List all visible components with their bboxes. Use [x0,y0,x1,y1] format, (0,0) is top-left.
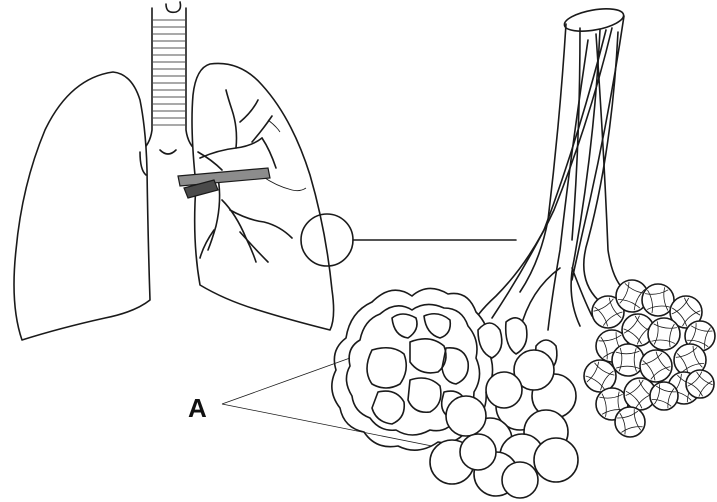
alveolus [502,462,538,498]
capillary-alveolus [584,360,616,392]
alveolus [460,434,496,470]
magnification-marker [301,214,516,266]
left-lung [14,72,150,340]
label-a: A [188,393,207,423]
capillary-alveolus [650,382,678,410]
alveolus [534,438,578,482]
alveolar-cluster-capillary [584,280,715,437]
capillary-alveolus [648,318,680,350]
capillary-alveolus [615,407,645,437]
capillary-alveolus [640,350,672,382]
capillary-alveolus [686,370,714,398]
bronchiole-tube [470,5,625,330]
capillary-alveolus [642,284,674,316]
alveolus [446,396,486,436]
capillary-alveolus [612,344,644,376]
alveolus [486,372,522,408]
trachea [140,2,198,152]
right-lung [192,63,334,330]
